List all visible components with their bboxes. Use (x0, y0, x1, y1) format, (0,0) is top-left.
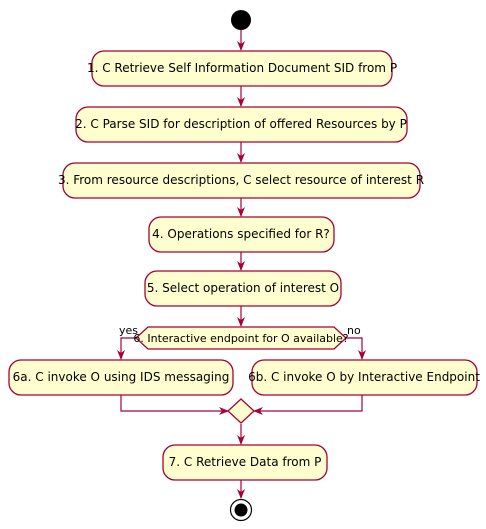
step-4-box (148, 216, 335, 253)
step-2-box (75, 106, 408, 143)
edge-s6b-merge (253, 395, 363, 415)
step-6a-box (8, 359, 234, 396)
edge-decision-no (346, 337, 366, 360)
decision-no-label: no (347, 324, 361, 337)
step-3-label: 3. From resource descriptions, C select … (58, 173, 424, 187)
step-1-label: 1. C Retrieve Self Information Document … (87, 61, 397, 75)
step-6a-label: 6a. C invoke O using IDS messaging (13, 370, 230, 384)
decision-yes-label: yes (119, 324, 138, 337)
step-7-box (162, 444, 328, 481)
end-node (229, 498, 253, 522)
step-3-box (62, 162, 421, 199)
step-5-label: 5. Select operation of interest O (147, 281, 339, 295)
step-4-label: 4. Operations specified for R? (152, 227, 330, 241)
step-2-label: 2. C Parse SID for description of offere… (75, 117, 407, 131)
step-1-box (91, 50, 393, 87)
step-6b-label: 6b. C invoke O by Interactive Endpoint (248, 370, 480, 384)
decision-question: 6. Interactive endpoint for O available? (133, 332, 348, 345)
step-6b-box (251, 359, 478, 396)
connectors (117, 30, 366, 499)
step-5-box (144, 270, 342, 307)
decision-node (135, 326, 347, 350)
step-7-label: 7. C Retrieve Data from P (169, 455, 322, 469)
edge-decision-yes (117, 337, 136, 360)
edge-s6a-merge (120, 395, 229, 415)
merge-node (227, 398, 255, 424)
start-node (231, 10, 251, 30)
